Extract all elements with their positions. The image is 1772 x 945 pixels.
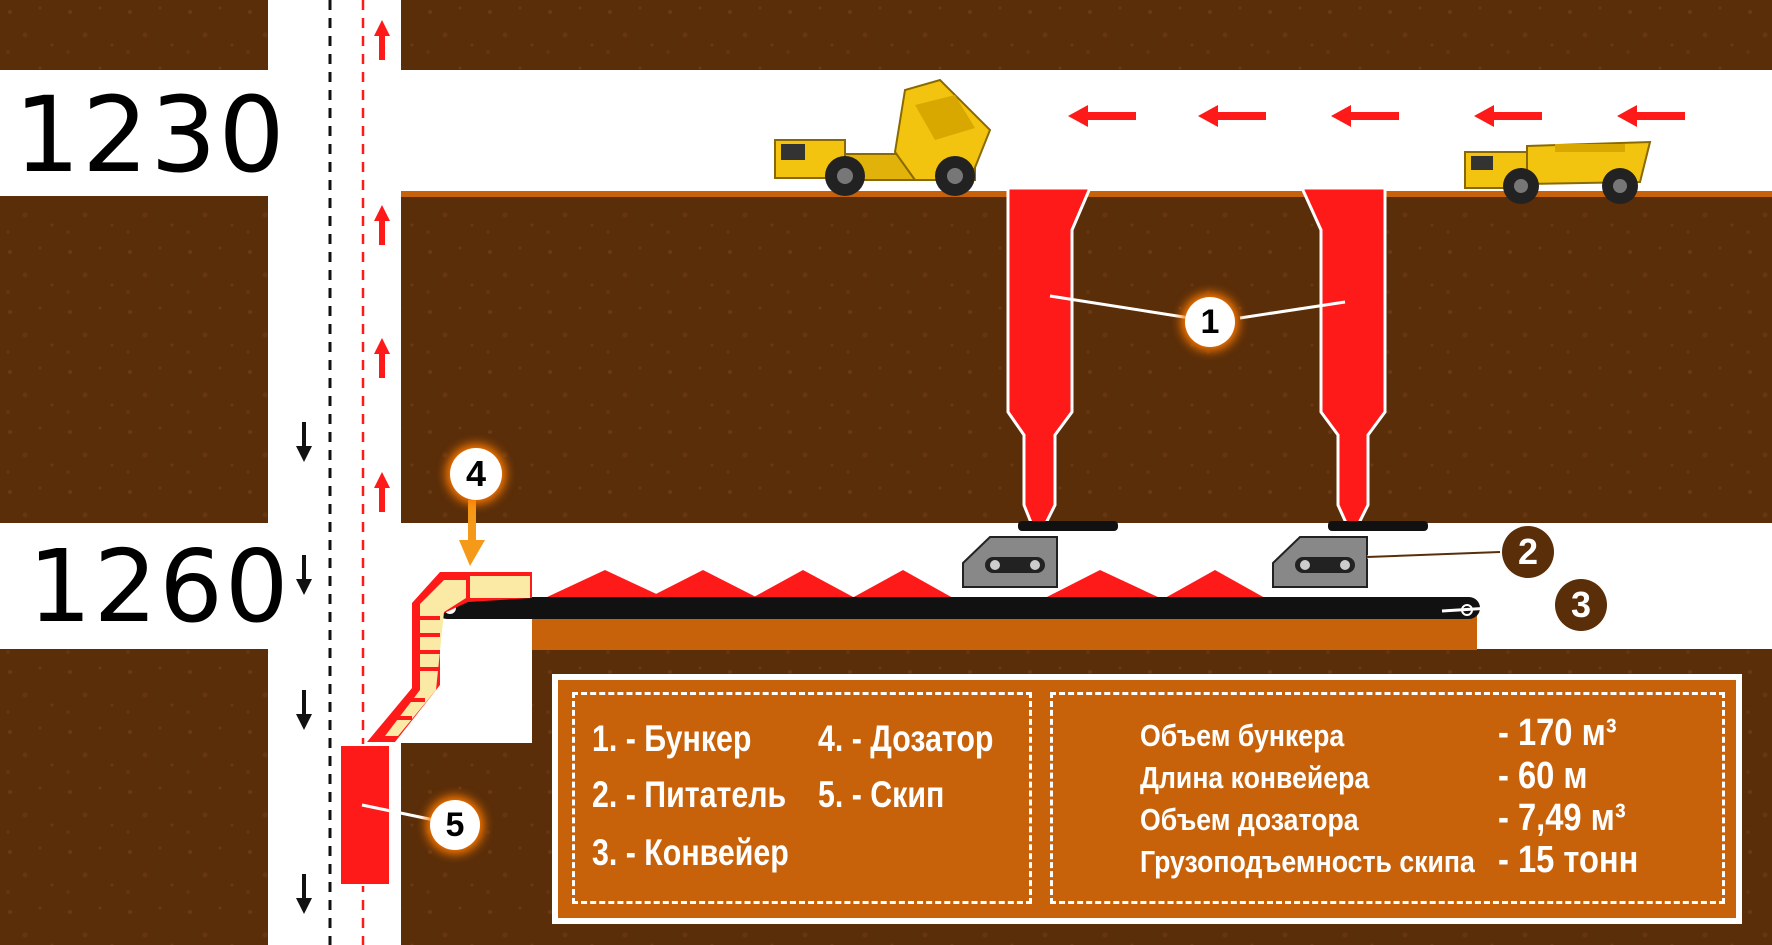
conveyor-base xyxy=(532,615,1477,650)
skip xyxy=(339,744,391,886)
feeder-plate-left xyxy=(1018,521,1118,531)
param-value-conveyor-length: - 60 м xyxy=(1498,755,1588,797)
down-arrows xyxy=(296,422,312,914)
param-label-bunker-volume: Объем бункера xyxy=(1140,718,1345,753)
param-value-doser-volume: - 7,49 м³ xyxy=(1498,797,1626,839)
feeder-left xyxy=(962,536,1058,588)
legend-box xyxy=(572,692,1032,904)
level-1260-label: 1260 xyxy=(28,528,291,645)
param-label-skip-capacity: Грузоподъемность скипа xyxy=(1140,844,1475,879)
ore-piles xyxy=(545,570,1265,598)
up-arrows xyxy=(374,20,390,512)
param-value-bunker-volume: - 170 м³ xyxy=(1498,712,1617,754)
level-1230-label: 1230 xyxy=(14,74,287,196)
callout-3-conveyor: 3 xyxy=(1555,579,1607,631)
legend-item-2: 2. - Питатель xyxy=(592,774,787,815)
legend-item-3: 3. - Конвейер xyxy=(592,832,789,873)
legend-item-4: 4. - Дозатор xyxy=(818,718,994,759)
bunker-left xyxy=(1006,186,1093,527)
dump-truck-hauling xyxy=(1464,140,1652,204)
conveyor-belt xyxy=(436,597,1480,619)
callout-5-skip: 5 xyxy=(430,800,480,850)
param-label-conveyor-length: Длина конвейера xyxy=(1140,760,1370,795)
callout-4-doser: 4 xyxy=(450,448,502,500)
params-box xyxy=(1050,692,1725,904)
callout-1-bunker: 1 xyxy=(1185,297,1235,347)
param-label-doser-volume: Объем дозатора xyxy=(1140,802,1359,837)
lower-level-label-band xyxy=(0,523,268,649)
dump-truck-unloading xyxy=(774,78,992,196)
param-value-skip-capacity: - 15 тонн xyxy=(1498,839,1639,881)
upper-level-label-band xyxy=(0,70,268,196)
bunker-right xyxy=(1299,186,1387,527)
legend-item-5: 5. - Скип xyxy=(818,774,945,815)
callout-2-feeder: 2 xyxy=(1502,526,1554,578)
doser xyxy=(367,572,532,742)
legend-item-1: 1. - Бункер xyxy=(592,718,752,759)
feeder-right xyxy=(1272,536,1368,588)
info-panel xyxy=(552,674,1742,924)
haulage-direction-arrows xyxy=(1068,105,1685,127)
feeder-plate-right xyxy=(1328,521,1428,531)
doser-callout-arrow xyxy=(459,500,485,566)
